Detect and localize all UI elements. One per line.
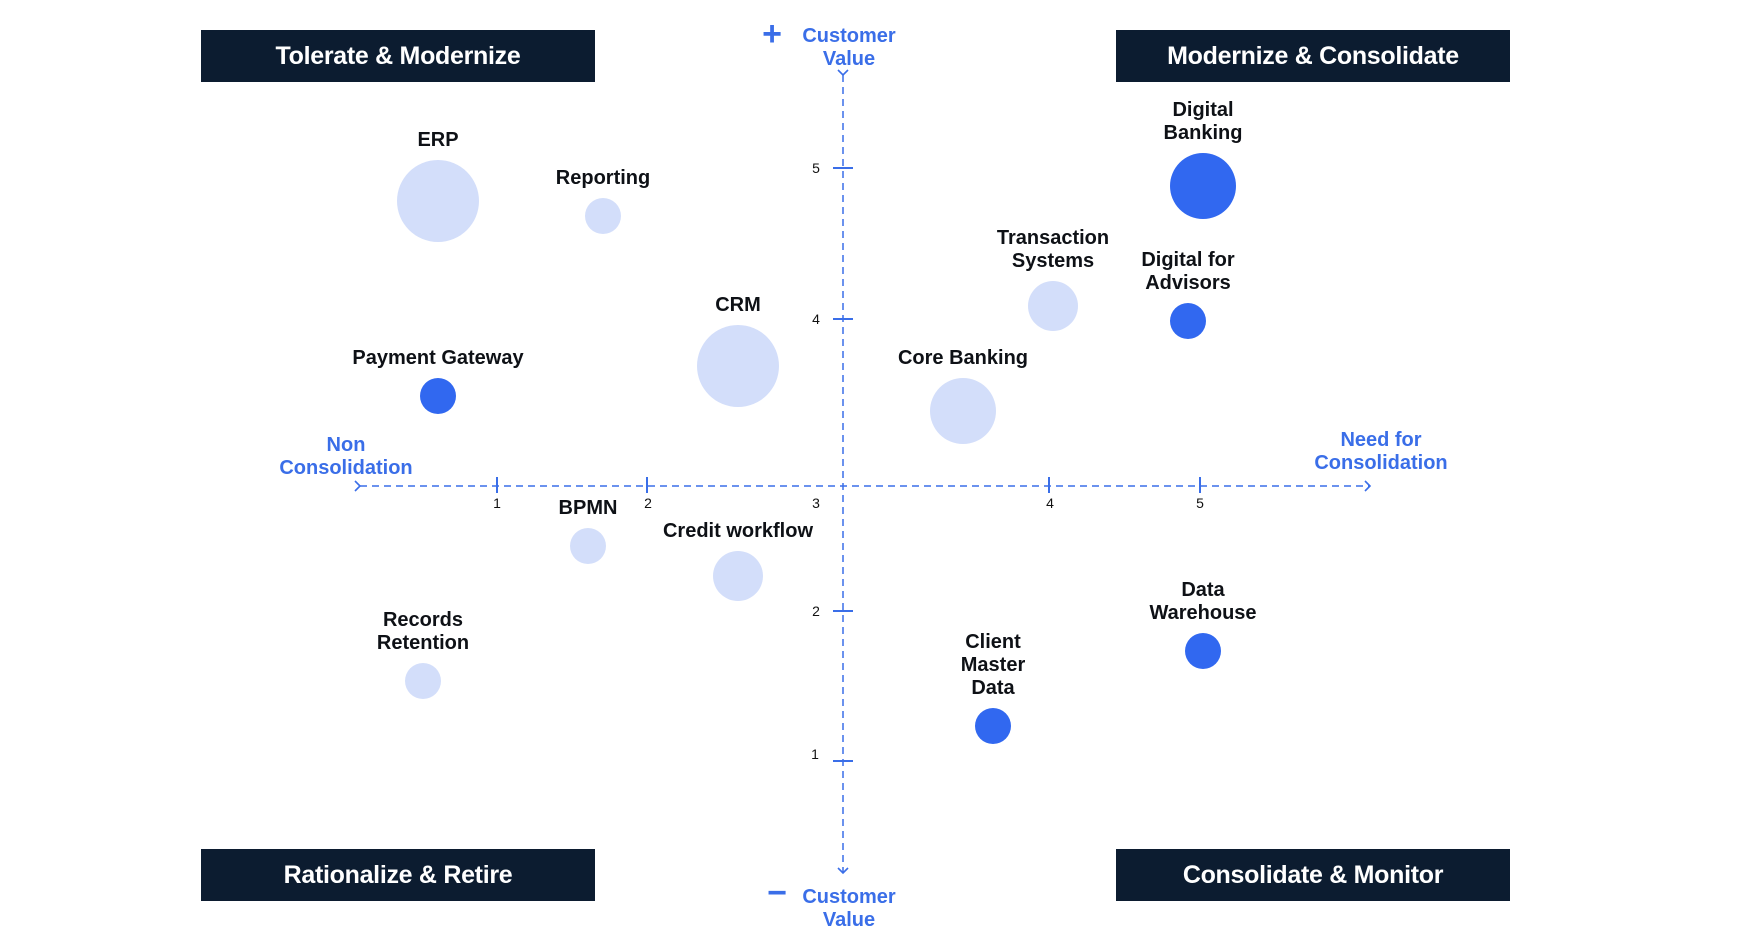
bubble-label-crm: CRM	[715, 294, 761, 316]
bubble-reporting	[585, 198, 621, 234]
y-tick-label: 5	[812, 160, 820, 176]
bubble-client-master-data	[975, 708, 1011, 744]
bubble-label-core-banking: Core Banking	[898, 347, 1028, 369]
bubble-transaction-systems	[1028, 281, 1078, 331]
bubble-label-client-master-data: Client	[965, 631, 1021, 653]
bubble-core-banking	[930, 378, 996, 444]
bubble-label-client-master-data: Master	[961, 654, 1026, 676]
quadrant-title-consolidate-monitor: Consolidate & Monitor	[1116, 849, 1510, 901]
x-tick-label: 4	[1046, 495, 1054, 511]
x-tick-label: 1	[493, 495, 501, 511]
y-axis-ticks	[833, 167, 853, 762]
bubble-label-data-warehouse: Warehouse	[1149, 602, 1256, 624]
quadrant-title-modernize-consolidate: Modernize & Consolidate	[1116, 30, 1510, 82]
bubble-label-records-retention: Records	[383, 609, 463, 631]
minus-sign-icon: −	[767, 874, 787, 912]
bubble-label-digital-for-advisors: Advisors	[1145, 272, 1231, 294]
y-axis-top-label-line1: Customer	[802, 25, 896, 47]
bubble-label-transaction-systems: Systems	[1012, 250, 1094, 272]
bubble-crm	[697, 325, 779, 407]
y-axis-top-label-line2: Value	[823, 48, 875, 70]
quadrant-title-rationalize-retire: Rationalize & Retire	[201, 849, 595, 901]
bubble-label-client-master-data: Data	[971, 677, 1015, 699]
bubble-label-erp: ERP	[417, 129, 458, 151]
y-tick-label: 4	[812, 311, 820, 327]
bubble-label-transaction-systems: Transaction	[997, 227, 1109, 249]
x-axis-left-label-line1: Non	[327, 434, 366, 456]
x-tick-label: 2	[644, 495, 652, 511]
bubble-label-payment-gateway: Payment Gateway	[352, 347, 524, 369]
bubble-label-reporting: Reporting	[556, 167, 650, 189]
x-tick-label: 3	[812, 495, 820, 511]
y-axis-bottom-label-line2: Value	[823, 909, 875, 931]
y-tick-label: 1	[811, 746, 819, 762]
quadrant-title-tolerate-modernize: Tolerate & Modernize	[201, 30, 595, 82]
bubble-payment-gateway	[420, 378, 456, 414]
x-axis-right-label-line1: Need for	[1340, 429, 1421, 451]
plus-sign-icon: +	[762, 15, 782, 53]
bubble-label-data-warehouse: Data	[1181, 579, 1225, 601]
x-tick-label: 5	[1196, 495, 1204, 511]
bubble-data-warehouse	[1185, 633, 1221, 669]
bubble-erp	[397, 160, 479, 242]
y-tick-label: 2	[812, 603, 820, 619]
bubble-digital-banking	[1170, 153, 1236, 219]
bubble-label-digital-banking: Digital	[1172, 99, 1233, 121]
bubble-digital-for-advisors	[1170, 303, 1206, 339]
x-axis-ticks	[496, 477, 1201, 493]
bubble-records-retention	[405, 663, 441, 699]
bubble-bpmn	[570, 528, 606, 564]
bubble-label-digital-banking: Banking	[1164, 122, 1243, 144]
bubble-label-bpmn: BPMN	[559, 497, 618, 519]
bubble-label-digital-for-advisors: Digital for	[1141, 249, 1235, 271]
y-axis-bottom-label-line1: Customer	[802, 886, 896, 908]
bubble-label-records-retention: Retention	[377, 632, 469, 654]
bubble-label-credit-workflow: Credit workflow	[663, 520, 813, 542]
x-axis-left-label-line2: Consolidation	[279, 457, 412, 479]
bubble-credit-workflow	[713, 551, 763, 601]
x-axis-right-label-line2: Consolidation	[1314, 452, 1447, 474]
